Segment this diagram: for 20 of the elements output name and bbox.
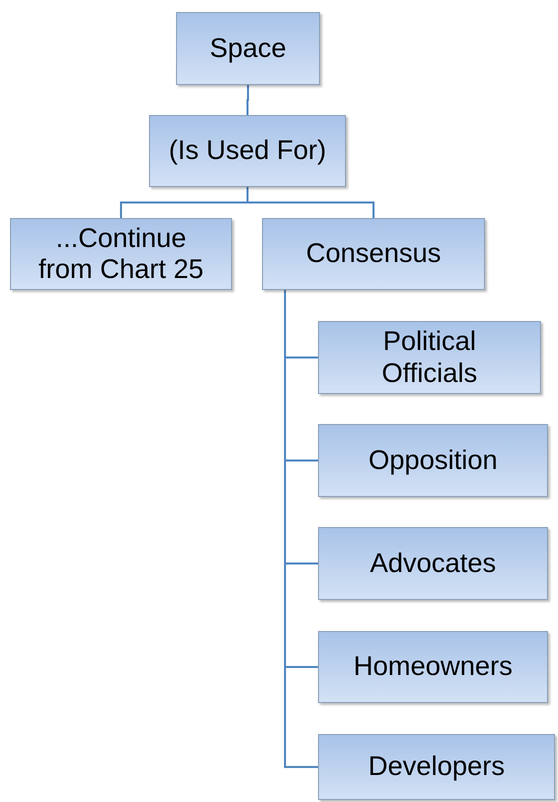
chart-box — [176, 12, 320, 85]
box-label: Advocates — [370, 548, 496, 580]
chart-box — [318, 631, 548, 703]
box-label: Opposition — [368, 444, 498, 476]
box-label: Political Officials — [380, 326, 478, 389]
box-label: Developers — [368, 751, 505, 783]
chart-box — [262, 218, 485, 290]
box-label: (Is Used For) — [168, 135, 326, 167]
chart-box — [10, 218, 232, 290]
box-label: Homeowners — [353, 651, 513, 683]
chart-box — [149, 115, 346, 187]
box-label: Consensus — [306, 238, 442, 270]
connector-line — [246, 85, 249, 115]
chart-box — [318, 321, 541, 394]
chart-box — [318, 527, 548, 600]
connector-line — [246, 187, 374, 218]
chart-box — [318, 734, 555, 800]
box-label: Space — [210, 32, 286, 64]
box-label: ...Continue from Chart 25 — [37, 222, 205, 286]
chart-box — [318, 424, 548, 497]
